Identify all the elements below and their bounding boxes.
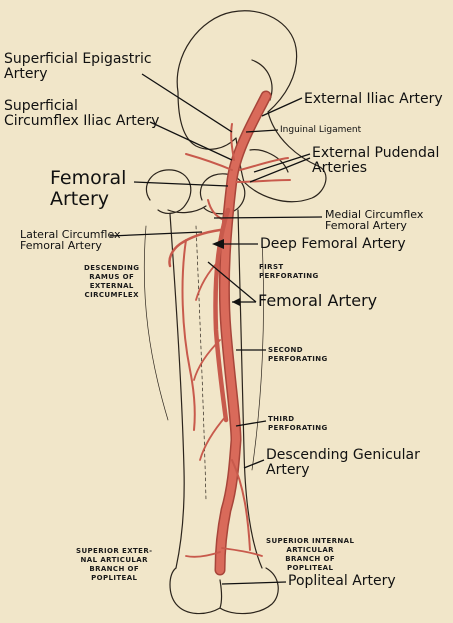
external-pudendal-branch-1 xyxy=(239,157,289,171)
label-superficial-epigastric: Superficial Epigastric Artery xyxy=(4,51,152,82)
femur-shaft-right xyxy=(237,209,263,569)
descending-ramus-branch xyxy=(181,239,196,431)
label-deep-femoral: Deep Femoral Artery xyxy=(260,236,406,252)
label-second-perforating: SECOND PERFORATING xyxy=(268,346,328,363)
medial-circumflex-branch xyxy=(207,199,225,221)
label-superior-internal-articular: SUPERIOR INTERNAL ARTICULAR BRANCH OF PO… xyxy=(266,537,355,572)
femur-inner-line xyxy=(195,225,207,501)
label-lateral-circumflex: Lateral Circumflex Femoral Artery xyxy=(20,228,121,252)
leader-external-iliac xyxy=(261,97,303,117)
label-popliteal: Popliteal Artery xyxy=(288,573,396,589)
leader-femoral-artery-diag xyxy=(207,261,257,303)
label-femoral-artery: Femoral Artery xyxy=(258,291,378,310)
external-pudendal-branch-2 xyxy=(235,179,291,183)
superficial-circumflex-branch xyxy=(185,153,233,171)
leader-superficial-circumflex xyxy=(149,121,233,161)
pelvis-outline xyxy=(176,10,327,203)
label-descending-genicular: Descending Genicular Artery xyxy=(266,447,420,478)
muscle-outline xyxy=(143,225,169,421)
label-external-pudendal: External Pudendal Arteries xyxy=(312,145,440,176)
femur-condyles xyxy=(169,567,279,615)
arrowhead-deep-femoral xyxy=(212,239,224,249)
superficial-epigastric-branch xyxy=(230,123,235,161)
femur-shaft-left xyxy=(169,213,185,569)
label-external-iliac: External Iliac Artery xyxy=(304,91,443,107)
leader-lateral-circumflex xyxy=(109,231,203,237)
leader-third-perforating xyxy=(235,420,267,427)
label-descending-ramus: DESCENDING RAMUS OF EXTERNAL CIRCUMFLEX xyxy=(84,264,140,299)
superior-internal-articular-branch xyxy=(221,547,263,557)
arrowhead-femoral xyxy=(232,298,240,306)
leader-pudendal-2 xyxy=(249,157,311,183)
label-superficial-circumflex-iliac: Superficial Circumflex Iliac Artery xyxy=(4,98,160,129)
muscle-outline-2 xyxy=(251,239,264,471)
leader-descending-genicular xyxy=(243,459,265,469)
main-artery xyxy=(216,92,270,574)
leader-femoral-artery-big xyxy=(133,181,229,187)
label-femoral-artery-big: Femoral Artery xyxy=(50,167,127,210)
second-perforating-branch xyxy=(193,339,221,381)
label-medial-circumflex: Medial Circumflex Femoral Artery xyxy=(325,208,424,232)
superior-external-articular-branch xyxy=(185,551,221,558)
greater-trochanter xyxy=(145,169,192,214)
femoral-neck xyxy=(167,205,207,214)
label-third-perforating: THIRD PERFORATING xyxy=(268,415,328,432)
label-first-perforating: FIRST PERFORATING xyxy=(259,263,319,280)
lateral-circumflex-branch xyxy=(168,228,222,268)
first-perforating-branch xyxy=(195,261,219,301)
leader-medial-circumflex xyxy=(213,216,323,219)
leader-inguinal xyxy=(245,129,279,133)
leader-popliteal xyxy=(221,581,287,585)
deep-femoral-artery xyxy=(213,207,231,423)
femoral-head xyxy=(199,173,246,215)
third-perforating-branch xyxy=(199,415,227,461)
leader-pudendal-1 xyxy=(253,153,311,173)
intercondylar-line xyxy=(219,579,223,609)
label-superior-external-articular: SUPERIOR EXTER- NAL ARTICULAR BRANCH OF … xyxy=(76,547,153,582)
leader-superficial-epigastric xyxy=(141,73,233,133)
descending-genicular-branch xyxy=(231,459,251,551)
label-inguinal-ligament: Inguinal Ligament xyxy=(280,125,362,135)
